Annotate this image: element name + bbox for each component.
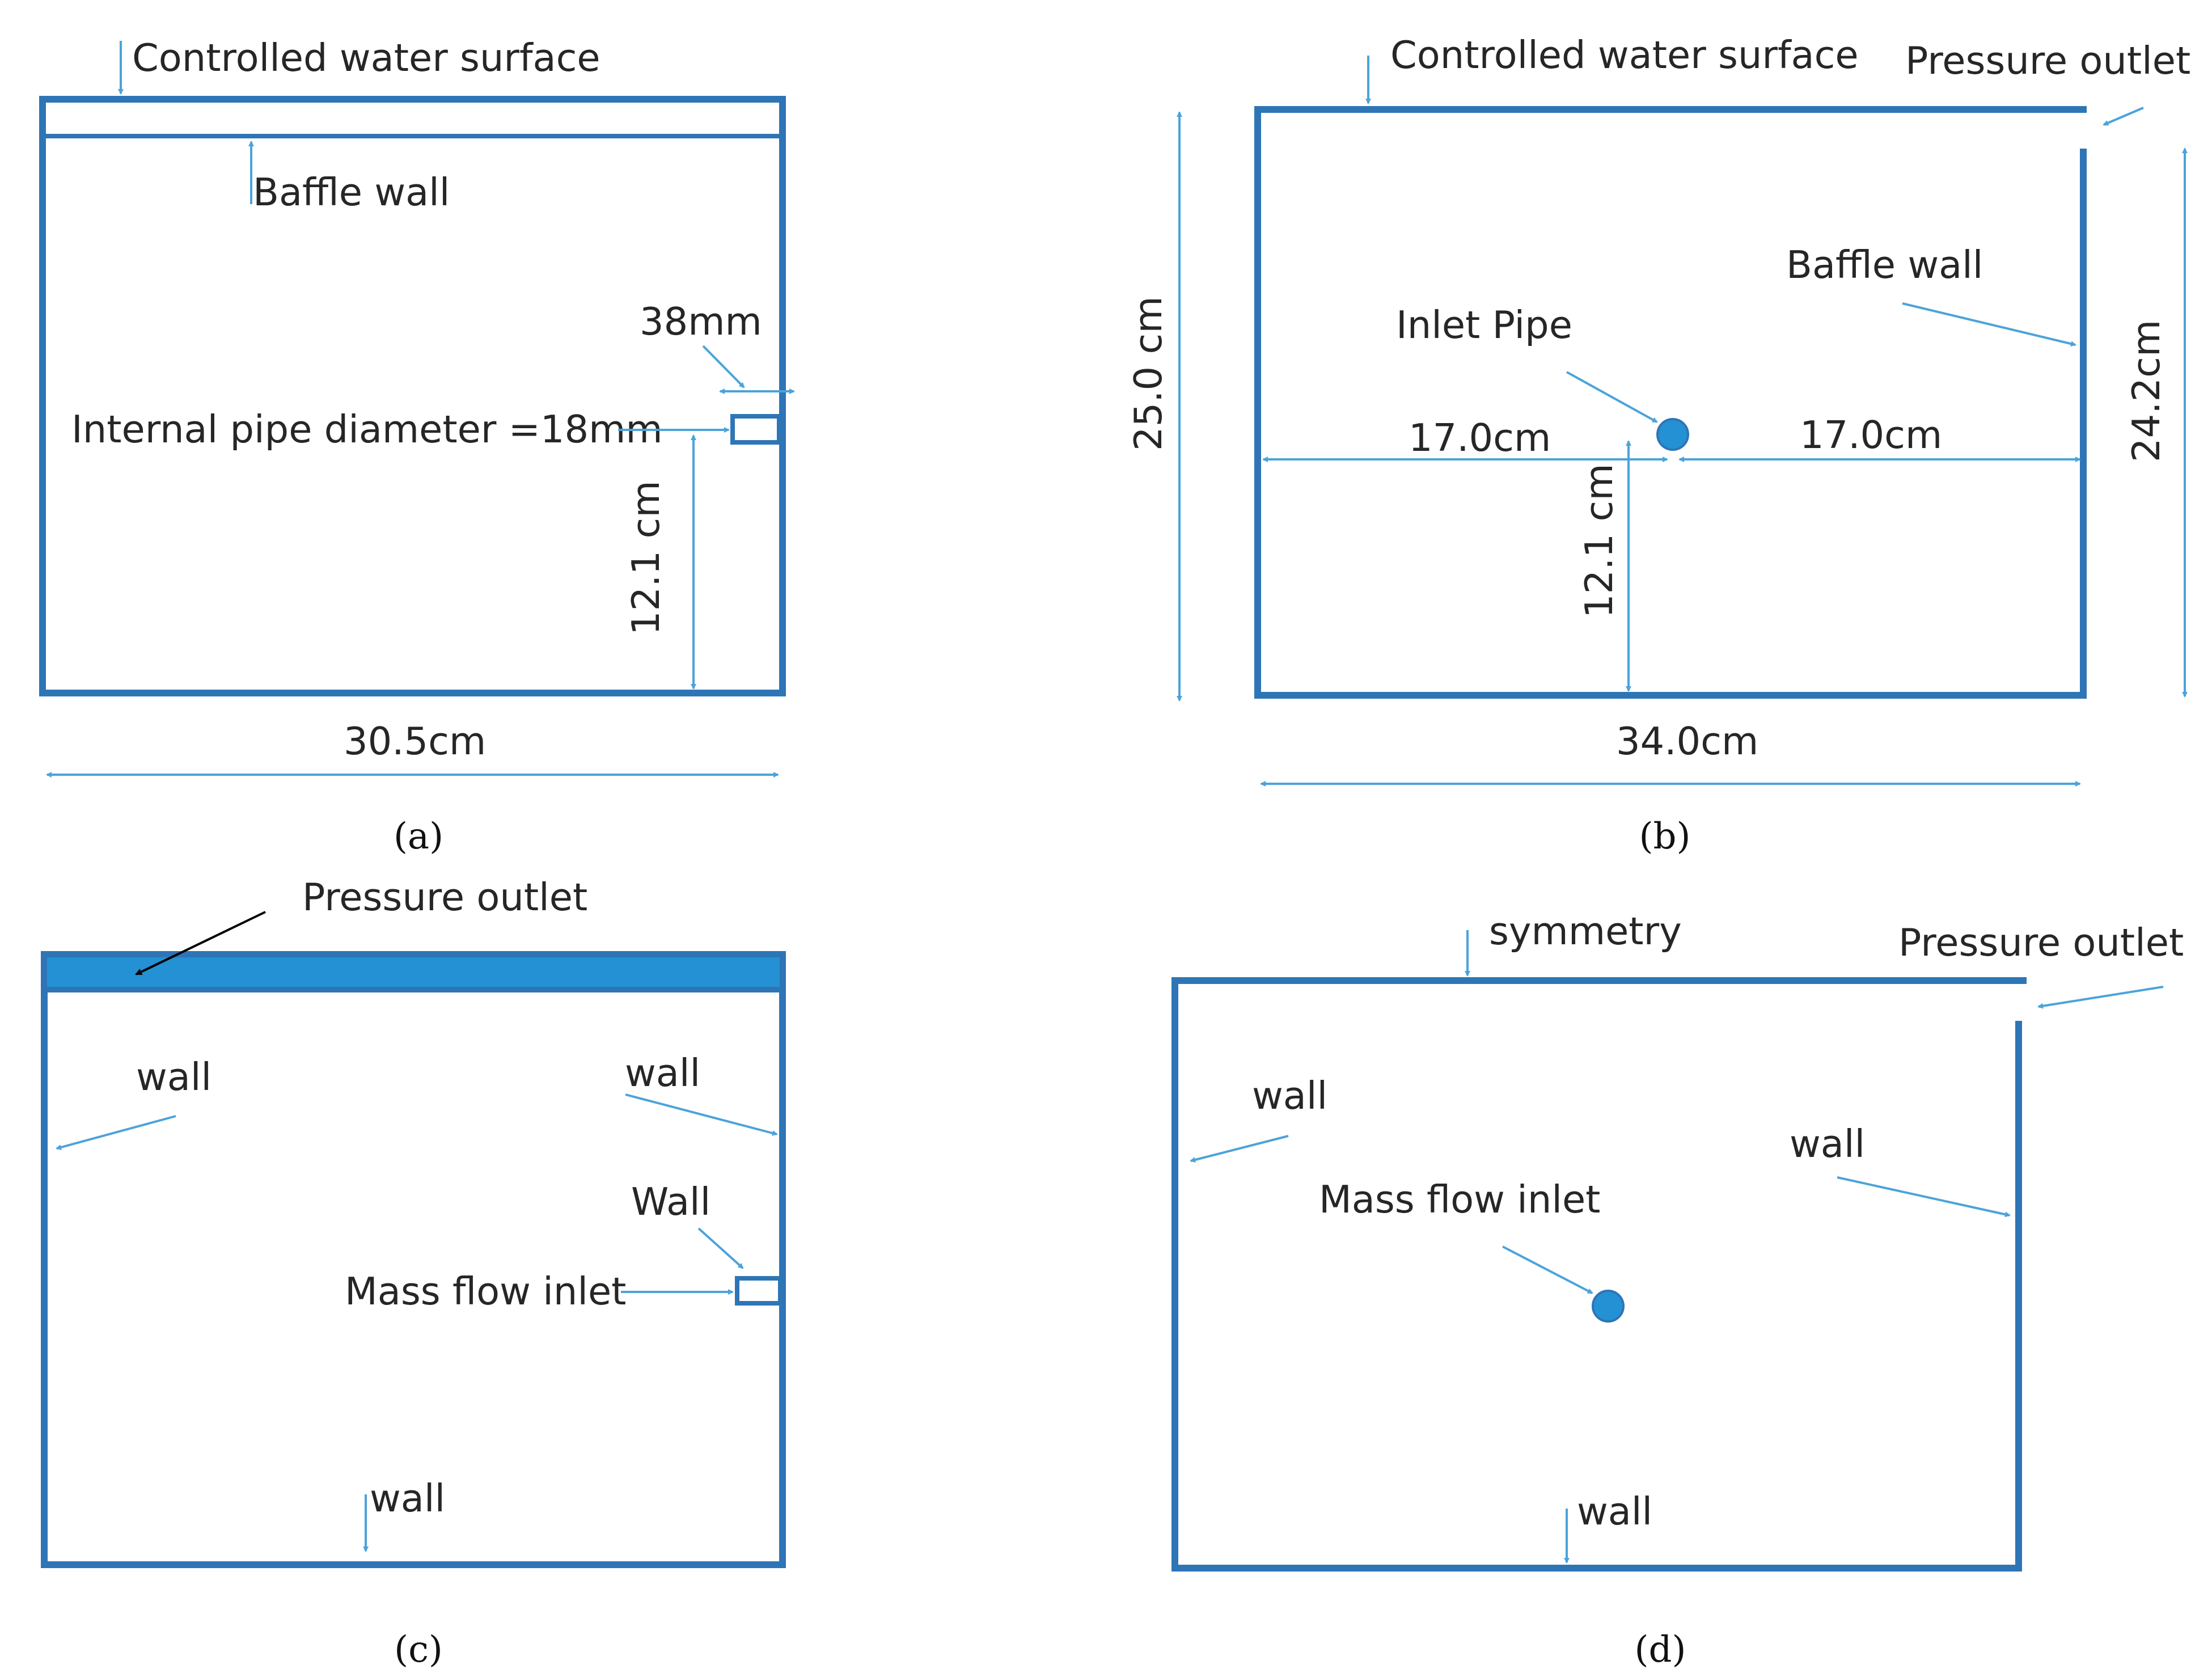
wall-left-arrow: [1190, 1135, 1289, 1163]
mass-flow-inlet-label: Mass flow inlet: [1319, 1177, 1600, 1222]
domain-outline: [1171, 977, 2027, 1572]
pressure-outlet-label: Pressure outlet: [1898, 920, 2184, 965]
width-label: 30.5cm: [344, 719, 486, 763]
caption-b: (b): [1639, 816, 1691, 857]
pressure-outlet-arrow: [2037, 986, 2164, 1009]
pressure-outlet-band: [41, 952, 785, 992]
mass-flow-inlet-arrow: [1502, 1245, 1593, 1294]
caption-c: (c): [394, 1629, 443, 1671]
right-distance-label: 17.0cm: [1800, 413, 1942, 457]
wall-left-label: wall: [1252, 1074, 1327, 1118]
inlet-pipe-arrow: [1566, 371, 1658, 423]
mass-flow-inlet-label: Mass flow inlet: [345, 1269, 626, 1313]
mass-flow-inlet-circle: [1592, 1290, 1625, 1323]
pipe-length-label: 38mm: [640, 299, 762, 344]
caption-d: (d): [1635, 1629, 1686, 1671]
wall-bottom-label: wall: [1577, 1489, 1652, 1534]
mass-flow-inlet-pipe: [735, 1276, 783, 1306]
domain-outline: [1254, 106, 2087, 699]
panel-a: Controlled water surface Baffle wall 38m…: [39, 36, 795, 857]
wall-right-label: wall: [625, 1051, 700, 1095]
pressure-outlet-arrow: [135, 911, 266, 975]
caption-a: (a): [394, 816, 443, 857]
wall-pipe-label: Wall: [631, 1180, 710, 1224]
left-distance-label: 17.0cm: [1409, 416, 1551, 460]
wall-left-arrow: [56, 1115, 176, 1150]
wall-right-arrow: [625, 1093, 778, 1136]
controlled-water-surface-label: Controlled water surface: [1390, 33, 1859, 77]
baffle-wall-label: Baffle wall: [253, 170, 450, 214]
internal-pipe-diameter-label: Internal pipe diameter =18mm: [71, 407, 663, 451]
pressure-outlet-label: Pressure outlet: [1905, 39, 2190, 83]
pipe-height-label: 12.1 cm: [624, 480, 668, 635]
inlet-pipe: [730, 414, 781, 445]
symmetry-label: symmetry: [1489, 909, 1682, 953]
width-label: 34.0cm: [1616, 719, 1758, 763]
pressure-outlet-label: Pressure outlet: [302, 875, 587, 919]
domain-outline: [41, 951, 786, 1568]
inlet-pipe-circle: [1656, 418, 1689, 451]
wall-left-label: wall: [136, 1055, 212, 1099]
pipe-height-label: 12.1 cm: [1577, 463, 1621, 618]
wall-right-arrow: [1837, 1176, 2011, 1218]
pipe-length-leader: [702, 345, 745, 388]
inlet-pipe-label: Inlet Pipe: [1396, 303, 1572, 347]
baffle-wall-arrow: [1902, 302, 2076, 347]
pressure-outlet-arrow: [2103, 107, 2144, 126]
panel-d: symmetry Pressure outlet wall wall Mass …: [1171, 909, 2184, 1671]
baffle-height-label: 24.2cm: [2124, 320, 2168, 462]
baffle-wall-label: Baffle wall: [1786, 243, 1983, 287]
wall-bottom-label: wall: [370, 1476, 445, 1520]
controlled-water-surface-label: Controlled water surface: [132, 36, 600, 80]
total-height-label: 25.0 cm: [1126, 296, 1170, 451]
tank-outline: [39, 96, 786, 696]
wall-right-label: wall: [1790, 1122, 1865, 1166]
wall-pipe-arrow: [697, 1227, 744, 1269]
panel-b: Controlled water surface Pressure outlet…: [1126, 33, 2190, 857]
panel-c: Pressure outlet wall wall Wall Mass flow…: [41, 875, 786, 1671]
